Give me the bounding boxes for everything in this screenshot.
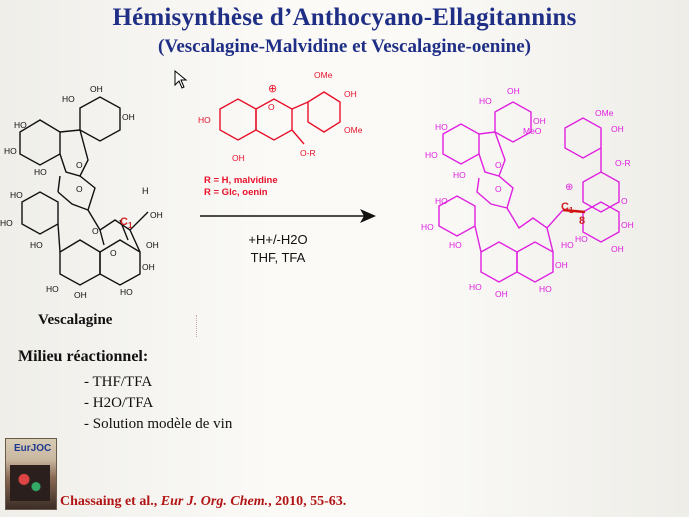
- svg-text:OH: OH: [122, 112, 135, 122]
- product-meo: MeO: [523, 126, 542, 136]
- svg-text:OH: OH: [555, 260, 568, 270]
- svg-text:HO: HO: [10, 190, 23, 200]
- anthocyanin-plus: ⊕: [268, 83, 277, 95]
- slide-subtitle: (Vescalagine-Malvidine et Vescalagine-oe…: [158, 36, 531, 57]
- svg-text:O: O: [76, 160, 83, 170]
- product-ome: OMe: [595, 108, 614, 118]
- conditions-line1: +H+/-H2O: [248, 232, 308, 247]
- svg-text:O: O: [110, 248, 117, 258]
- svg-text:HO: HO: [435, 122, 448, 132]
- svg-text:O: O: [76, 184, 83, 194]
- svg-text:HO: HO: [46, 284, 59, 294]
- svg-text:HO: HO: [449, 240, 462, 250]
- svg-text:O: O: [92, 226, 99, 236]
- citation-details: , 2010, 55-63.: [268, 494, 347, 509]
- svg-text:OH: OH: [621, 220, 634, 230]
- svg-text:O: O: [268, 102, 275, 112]
- svg-text:OH: OH: [142, 262, 155, 272]
- svg-text:HO: HO: [120, 287, 133, 297]
- svg-text:OH: OH: [146, 240, 159, 250]
- anthocyanin-ho: HO: [198, 115, 211, 125]
- svg-text:OH: OH: [611, 244, 624, 254]
- svg-text:HO: HO: [575, 234, 588, 244]
- svg-text:HO: HO: [453, 170, 466, 180]
- product-new-bond: [562, 208, 586, 214]
- svg-text:HO: HO: [469, 282, 482, 292]
- milieu-heading: Milieu réactionnel:: [18, 348, 149, 365]
- svg-text:OH: OH: [507, 86, 520, 96]
- svg-text:HO: HO: [62, 94, 75, 104]
- svg-text:OH: OH: [533, 116, 546, 126]
- svg-text:HO: HO: [0, 218, 13, 228]
- vescalagine-c1-label: C1: [120, 216, 133, 230]
- product-plus: ⊕: [565, 182, 573, 193]
- milieu-item-thf: - THF/TFA: [84, 374, 153, 390]
- product-c1-label: C1: [561, 201, 574, 215]
- anthocyanin-r-line2: R = Glc, oenin: [204, 187, 268, 198]
- milieu-item-h2o: - H2O/TFA: [84, 395, 154, 411]
- citation-authors: Chassaing et al.,: [60, 494, 161, 509]
- citation: Chassaing et al., Eur J. Org. Chem., 201…: [60, 494, 346, 510]
- anthocyanin-r-line1: R = H, malvidine: [204, 175, 278, 186]
- vescalagine-h-label: H: [142, 186, 149, 196]
- journal-cover-artwork: [10, 465, 50, 501]
- anthocyanin-or: O-R: [300, 148, 316, 158]
- anthocyanin-ome-bottom: OMe: [344, 125, 363, 135]
- svg-text:HO: HO: [425, 150, 438, 160]
- product-position-8: 8: [579, 215, 585, 227]
- anthocyanin-structure: HO OH OMe OH OMe O-R O ⊕ R = H, malvidin…: [198, 70, 363, 198]
- svg-text:OH: OH: [611, 124, 624, 134]
- svg-text:HO: HO: [421, 222, 434, 232]
- journal-cover-logo: EurJOC: [14, 443, 52, 454]
- svg-text:HO: HO: [435, 196, 448, 206]
- anthocyanin-oh-bottom: OH: [232, 153, 245, 163]
- svg-text:O: O: [495, 160, 502, 170]
- anthocyanin-oh-right: OH: [344, 89, 357, 99]
- mouse-pointer-icon: [174, 70, 188, 89]
- citation-journal: Eur J. Org. Chem.: [160, 494, 269, 509]
- milieu-list: - THF/TFA - H2O/TFA - Solution modèle de…: [84, 372, 232, 435]
- product-or: O-R: [615, 158, 631, 168]
- vescalagine-name: Vescalagine: [38, 312, 113, 328]
- svg-text:O: O: [621, 196, 628, 206]
- svg-text:OH: OH: [150, 210, 163, 220]
- decorative-dots: [196, 315, 199, 337]
- svg-text:HO: HO: [14, 120, 27, 130]
- anthocyanin-ome-top: OMe: [314, 70, 333, 80]
- svg-text:OH: OH: [90, 84, 103, 94]
- svg-text:HO: HO: [34, 167, 47, 177]
- svg-text:O: O: [495, 184, 502, 194]
- svg-text:OH: OH: [495, 289, 508, 299]
- svg-text:HO: HO: [30, 240, 43, 250]
- conditions-line2: THF, TFA: [250, 250, 306, 265]
- svg-text:HO: HO: [479, 96, 492, 106]
- milieu-item-vin: - Solution modèle de vin: [84, 416, 233, 432]
- svg-text:HO: HO: [561, 240, 574, 250]
- slide-title: Hémisynthèse d’Anthocyano-Ellagitannins: [112, 4, 577, 31]
- svg-text:HO: HO: [539, 284, 552, 294]
- svg-text:HO: HO: [4, 146, 17, 156]
- svg-text:OH: OH: [74, 290, 87, 300]
- journal-cover-image: EurJOC: [5, 438, 57, 510]
- reaction-arrow: [200, 209, 376, 223]
